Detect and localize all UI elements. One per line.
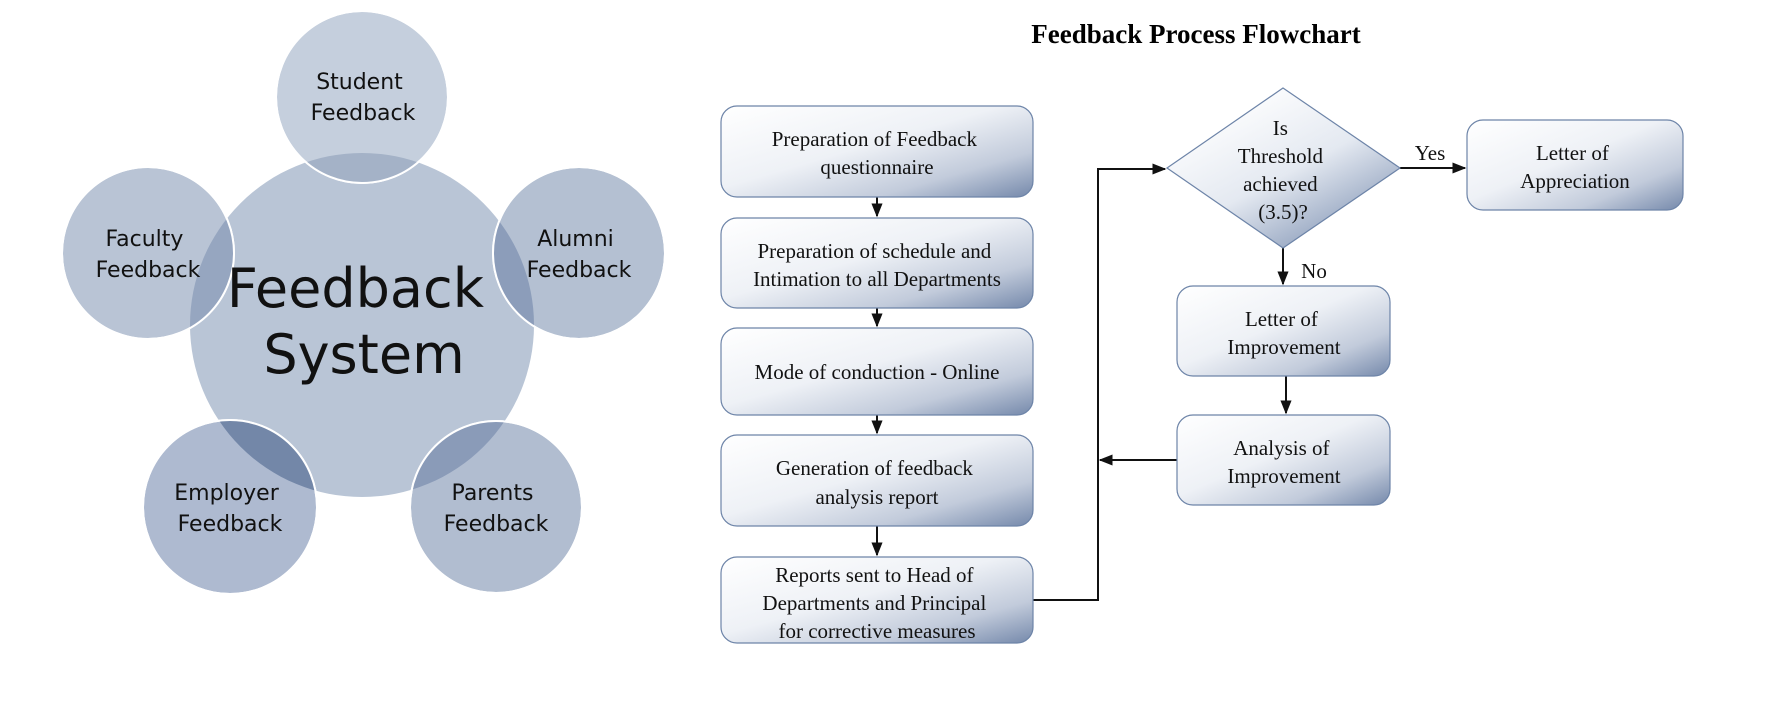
process-step-4: Generation of feedback analysis report [720,434,1034,527]
svg-text:Analysis of Improvemen: Analysis of Improvement [1227,436,1340,488]
result-letter-of-appreciation: Letter of Appreciation [1466,119,1684,211]
label-line: Alumni [537,227,614,252]
center-label-line: System [263,323,464,386]
label-line: Feedback [178,512,283,537]
label-line: Employer [174,481,279,506]
step-label-line: Departments and Principal [762,591,986,615]
svg-text:Letter of Improvement: Letter of Improvement [1227,307,1340,359]
step-label-line: analysis report [815,485,938,509]
flowchart-title: Feedback Process Flowchart [1031,19,1360,49]
connector-step5-decision [1033,163,1167,601]
process-step-3: Mode of conduction - Online [720,327,1034,416]
no-edge-label: No [1301,259,1327,283]
result-label-line: Improvement [1227,335,1340,359]
step-label-line: Mode of conduction - Online [755,360,1000,384]
label-line: Parents [452,481,534,506]
label-line: Feedback [527,258,632,283]
process-analysis-of-improvement: Analysis of Improvement [1176,414,1391,506]
employer-feedback-label: Employer Feedback [174,481,285,537]
svg-text:Reports sent to Head of: Reports sent to Head of Departments and … [762,563,991,643]
connectors [871,162,1467,601]
result-label-line: Appreciation [1520,169,1630,193]
step-label-line: Generation of feedback [776,456,974,480]
svg-text:Generation of feedback: Generation of feedback analysis report [776,456,978,509]
label-line: Faculty [106,227,184,252]
svg-text:Is Threshold a: Is Threshold achieved (3.5)? [1238,116,1328,224]
step-label-line: Intimation to all Departments [753,267,1001,291]
result-label-line: Letter of [1245,307,1318,331]
process-step-1: Preparation of Feedback questionnaire [720,105,1034,198]
decision-label-line: Threshold [1238,144,1324,168]
svg-text:Letter of Appreciation: Letter of Appreciation [1520,141,1630,193]
decision-threshold: Is Threshold achieved (3.5)? [1165,87,1402,249]
step-label-line: Preparation of schedule and [757,239,991,263]
parents-feedback-label: Parents Feedback [444,481,549,537]
result-label-line: Analysis of [1233,436,1329,460]
process-step-2: Preparation of schedule and Intimation t… [720,217,1034,309]
step-label-line: for corrective measures [778,619,975,643]
result-label-line: Letter of [1536,141,1609,165]
decision-label-line: Is [1273,116,1288,140]
label-line: Student [316,70,403,95]
svg-text:Preparation of schedule and: Preparation of schedule and Intimation t… [753,239,1001,291]
process-step-5: Reports sent to Head of Departments and … [720,556,1034,644]
yes-edge-label: Yes [1415,141,1446,165]
label-line: Feedback [311,101,416,126]
student-feedback-label: Student Feedback [311,70,416,126]
label-line: Feedback [96,258,201,283]
cycle-diagram: Feedback System Student Feedback Alumni … [61,10,666,595]
satellite-outlines [61,10,666,595]
alumni-feedback-label: Alumni Feedback [527,227,632,283]
result-label-line: Improvement [1227,464,1340,488]
result-letter-of-improvement: Letter of Improvement [1176,285,1391,377]
label-line: Feedback [444,512,549,537]
svg-text:Mode of conduction - Online: Mode of conduction - Online [755,360,1000,384]
center-label: Feedback System [227,257,501,386]
center-circle [190,153,534,497]
center-label-line: Feedback [227,257,485,320]
step-label-line: Reports sent to Head of [775,563,973,587]
decision-label-line: (3.5)? [1258,200,1308,224]
svg-text:Preparation of Feedback: Preparation of Feedback questionnaire [772,127,983,179]
faculty-feedback-label: Faculty Feedback [96,227,201,283]
decision-label-line: achieved [1243,172,1318,196]
step-label-line: Preparation of Feedback [772,127,978,151]
step-label-line: questionnaire [820,155,933,179]
flowchart: Feedback Process Flowchart Preparation o… [720,19,1684,644]
